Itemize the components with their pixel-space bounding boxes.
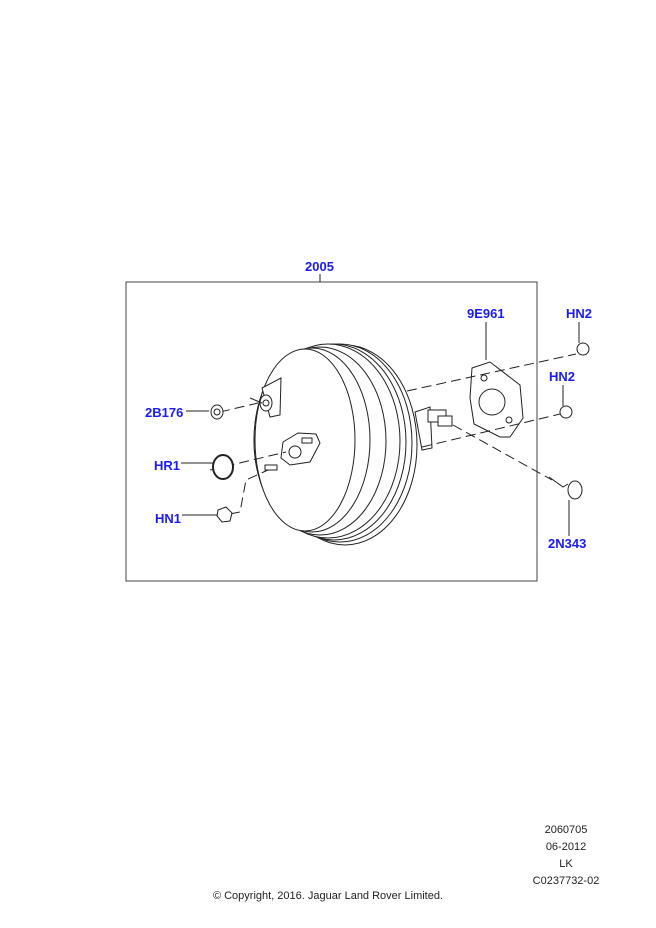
- pin-part: [548, 476, 569, 488]
- callout-2n343[interactable]: 2N343: [548, 536, 587, 551]
- nut-left-part: [216, 506, 233, 523]
- callout-hn1[interactable]: HN1: [155, 511, 182, 526]
- document-id: C0237732-02: [532, 875, 600, 887]
- callout-9e961[interactable]: 9E961: [467, 306, 505, 321]
- assembly-frame: [125, 281, 538, 582]
- ring-part: [212, 454, 234, 480]
- revision-date: 06-2012: [545, 841, 587, 853]
- reference-number: 2060705: [544, 824, 588, 836]
- author-code: LK: [559, 858, 573, 870]
- callout-hr1[interactable]: HR1: [154, 458, 181, 473]
- nut-lower-part: [559, 405, 573, 419]
- nut-upper-part: [576, 342, 590, 356]
- copyright-notice: © Copyright, 2016. Jaguar Land Rover Lim…: [212, 890, 444, 902]
- bracket-part: [469, 361, 524, 438]
- callout-hn2-lower[interactable]: HN2: [549, 369, 576, 384]
- callout-hn2-upper[interactable]: HN2: [566, 306, 593, 321]
- callout-2005[interactable]: 2005: [305, 259, 334, 274]
- callout-2b176[interactable]: 2B176: [145, 405, 184, 420]
- booster-body: [249, 343, 453, 546]
